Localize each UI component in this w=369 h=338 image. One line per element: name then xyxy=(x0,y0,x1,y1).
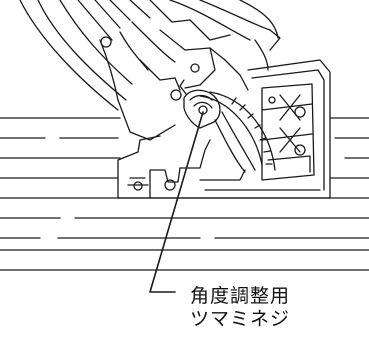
blade-guard xyxy=(19,0,281,141)
callout-leader-line xyxy=(149,111,204,293)
support-bracket xyxy=(247,59,331,199)
bevel-base xyxy=(117,135,331,199)
callout-label-line2: ツマミネジ xyxy=(190,308,291,330)
angle-scale xyxy=(199,91,276,173)
callout-label-line1: 角度調整用 xyxy=(190,285,291,307)
